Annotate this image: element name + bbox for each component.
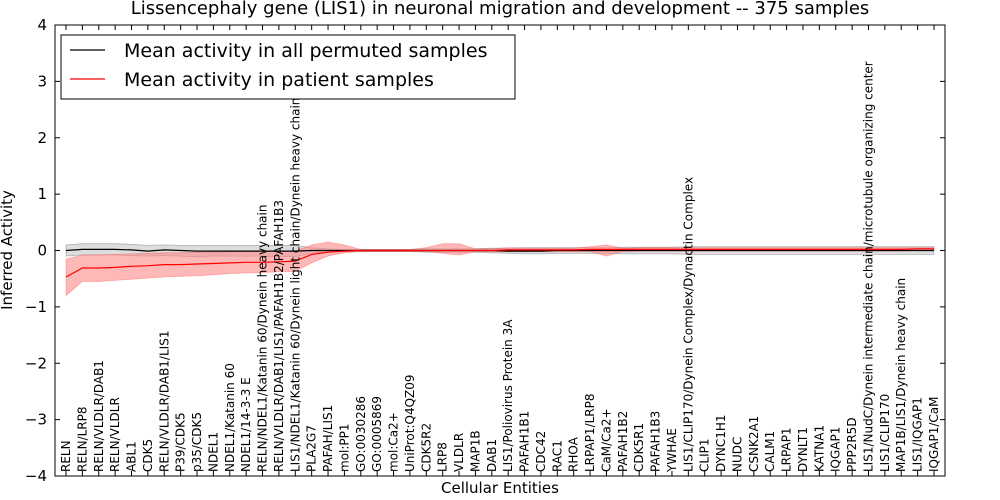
x-tick-label: CDK5R1: [632, 423, 646, 472]
legend-label-permuted: Mean activity in all permuted samples: [124, 40, 487, 62]
legend: Mean activity in all permuted samples Me…: [60, 34, 516, 100]
x-tick-label: LRPAP1/LRP8: [583, 393, 597, 472]
x-tick-label: DYNC1H1: [714, 414, 728, 472]
y-tick-label: 3: [37, 72, 47, 90]
x-tick-label: PAFAH1B2: [616, 411, 630, 472]
y-tick-label: −3: [25, 411, 47, 429]
legend-box: [60, 34, 516, 100]
x-tick-label: LIS1/CLIP170/Dynein Complex/Dynactin Com…: [681, 177, 695, 472]
x-tick-label: LIS1/NudC/Dynein intermediate chain/micr…: [862, 61, 876, 472]
chart-title: Lissencephaly gene (LIS1) in neuronal mi…: [131, 0, 870, 19]
x-tick-label: RHOA: [567, 436, 581, 472]
x-tick-label: DYNLT1: [796, 427, 810, 472]
x-tick-label: PAFAH1B1: [518, 411, 532, 472]
x-tick-label: RELN/NDEL1/Katanin 60/Dynein heavy chain: [256, 205, 270, 472]
y-tick-label: −4: [25, 467, 47, 485]
x-tick-label: LIS1/IQGAP1: [911, 397, 925, 472]
x-tick-label: PAFAH/LIS1: [321, 405, 335, 472]
x-tick-label: p35/CDK5: [190, 412, 204, 472]
x-tick-label: PPP2R5D: [845, 417, 859, 472]
x-tick-label: mol:PP1: [337, 423, 351, 472]
x-tick-label: NDEL1/Katanin 60: [223, 363, 237, 472]
x-tick-label: LIS1/Poliovirus Protein 3A: [501, 319, 515, 472]
x-tick-label: GO:0030286: [354, 396, 368, 472]
x-tick-label: NDEL1: [206, 432, 220, 472]
x-tick-label: KATNA1: [812, 425, 826, 472]
x-tick-label: UniProt:Q4QZ09: [403, 374, 417, 472]
x-tick-label: MAP1B: [468, 430, 482, 472]
y-tick-label: 1: [37, 185, 47, 203]
x-tick-label: LIS1/NDEL1/Katanin 60/Dynein light chain…: [288, 98, 302, 472]
y-tick-label: 2: [37, 129, 47, 147]
x-tick-label: DAB1: [485, 439, 499, 472]
x-tick-label: CLIP1: [698, 439, 712, 472]
x-tick-label: CDK5: [141, 439, 155, 472]
x-tick-label: GO:0005869: [370, 396, 384, 472]
x-tick-label: VLDLR: [452, 433, 466, 472]
y-axis-label: Inferred Activity: [0, 190, 16, 310]
x-tick-label: PLA2G7: [305, 425, 319, 472]
y-tick-label: 0: [37, 242, 47, 260]
x-axis-label: Cellular Entities: [441, 479, 559, 497]
x-tick-label: CALM1: [763, 431, 777, 472]
x-tick-label: CDK5R2: [419, 423, 433, 472]
x-tick-label: LIS1/CLIP170: [878, 394, 892, 472]
x-tick-label: PAFAH1B3: [649, 411, 663, 472]
x-tick-label: RELN/VLDLR/DAB1: [92, 360, 106, 472]
x-tick-label: IQGAP1/CaM: [927, 397, 941, 473]
x-tick-label: RELN/VLDLR/DAB1/LIS1: [157, 331, 171, 472]
x-tick-label: YWHAE: [665, 428, 679, 473]
x-tick-label: LRPAP1: [780, 427, 794, 472]
x-tick-label: NUDC: [731, 437, 745, 472]
x-tick-label: IQGAP1: [829, 427, 843, 472]
x-tick-label: MAP1B/LIS1/Dynein heavy chain: [894, 278, 908, 472]
series-line-patient: [65, 248, 934, 278]
y-tick-label: −2: [25, 354, 47, 372]
x-tick-label: LRP8: [436, 442, 450, 472]
series-lines: [65, 248, 934, 278]
x-tick-label: RELN: [59, 440, 73, 472]
x-tick-label: RAC1: [550, 440, 564, 472]
x-tick-label: CSNK2A1: [747, 416, 761, 472]
x-tick-label: RELN/LRP8: [75, 406, 89, 472]
x-tick-label: RELN/VLDLR/DAB1/LIS1/PAFAH1B2/PAFAH1B3: [272, 200, 286, 472]
x-tick-label: CaM/Ca2+: [600, 408, 614, 472]
y-tick-label: −1: [25, 298, 47, 316]
y-axis-ticks: −4 −3 −2 −1 0 1 2 3 4: [25, 16, 945, 485]
x-tick-label: ABL1: [125, 441, 139, 472]
y-tick-label: 4: [37, 16, 47, 34]
legend-label-patient: Mean activity in patient samples: [124, 69, 434, 91]
x-tick-label: RELN/VLDLR: [108, 397, 122, 472]
x-tick-label: NDEL1/14-3-3 E: [239, 377, 253, 472]
x-tick-label: CDC42: [534, 431, 548, 472]
x-tick-label: mol:Ca2+: [387, 412, 401, 472]
x-tick-label: P39/CDK5: [174, 412, 188, 472]
